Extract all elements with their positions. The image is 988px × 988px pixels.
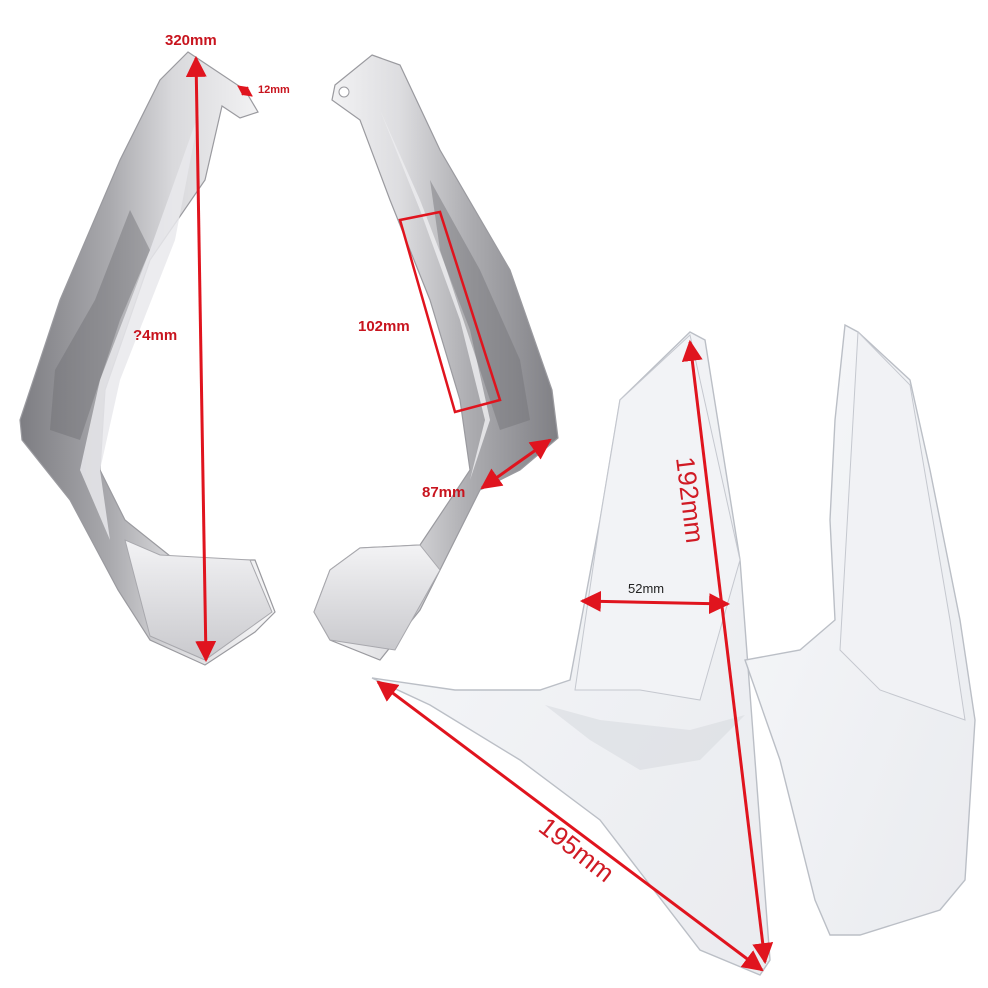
label-12mm: 12mm bbox=[258, 84, 290, 96]
label-inner-mm: ?4mm bbox=[133, 327, 177, 344]
dim-87-line bbox=[480, 438, 552, 490]
dim-195-line bbox=[376, 680, 764, 972]
dim-12-line bbox=[237, 85, 253, 97]
label-52mm: 52mm bbox=[628, 581, 664, 596]
dim-320-line bbox=[185, 55, 217, 663]
label-102mm: 102mm bbox=[358, 318, 410, 335]
left-chrome-fairing bbox=[19, 51, 276, 666]
dim-52-line bbox=[579, 590, 731, 615]
label-87mm: 87mm bbox=[422, 484, 465, 501]
dimension-lines bbox=[185, 55, 774, 972]
clear-fairing-front bbox=[371, 331, 771, 976]
dim-102-box bbox=[398, 210, 502, 414]
clear-fairing-back bbox=[744, 323, 976, 936]
right-chrome-fairing bbox=[313, 54, 559, 661]
label-320mm: 320mm bbox=[165, 32, 217, 49]
